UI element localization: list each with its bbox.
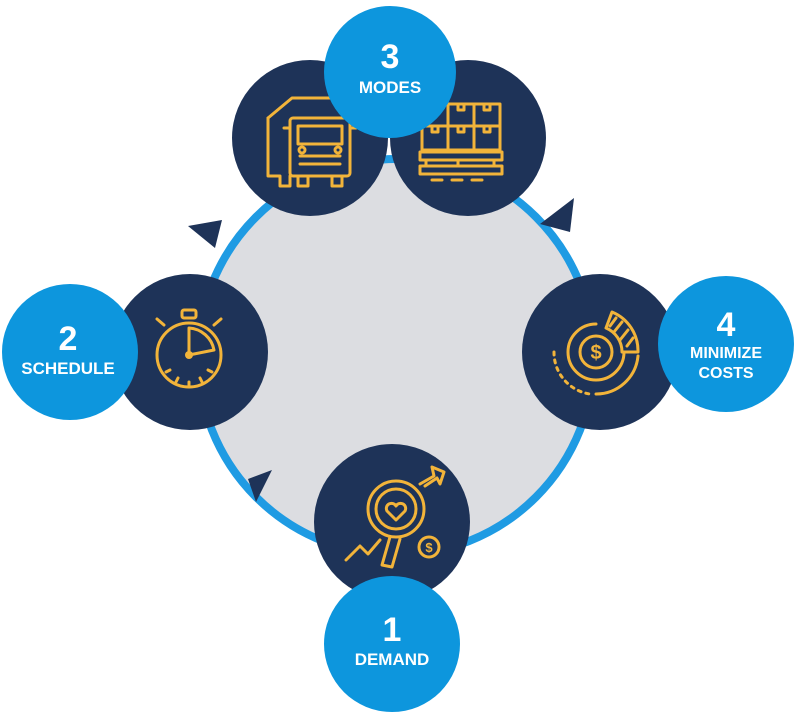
modes-number: 3 xyxy=(381,38,400,76)
schedule-label-circle xyxy=(2,284,138,420)
costs-label-circle xyxy=(658,276,794,412)
pallet-boxes-icon xyxy=(418,102,504,182)
svg-text:$: $ xyxy=(425,540,433,555)
modes-label-circle xyxy=(324,6,456,138)
arrow-modes-to-costs xyxy=(540,198,574,232)
schedule-label: SCHEDULE xyxy=(21,359,115,378)
step-minimize-costs: $ 4 MINIMIZE COSTS xyxy=(522,274,794,430)
step-schedule: 2 SCHEDULE xyxy=(2,274,268,430)
costs-label-line1: MINIMIZE xyxy=(690,345,762,362)
modes-label: MODES xyxy=(359,78,421,97)
costs-label-line2: COSTS xyxy=(698,365,753,382)
step-demand: $ 1 DEMAND xyxy=(314,444,470,712)
cost-chart-icon: $ xyxy=(552,310,640,396)
truck-icon xyxy=(266,96,358,188)
demand-label: DEMAND xyxy=(355,650,430,669)
schedule-number: 2 xyxy=(59,320,78,358)
demand-number: 1 xyxy=(383,611,402,649)
costs-icon-circle xyxy=(522,274,678,430)
arrow-demand-to-schedule xyxy=(248,470,272,502)
svg-text:$: $ xyxy=(590,342,601,364)
step-modes: 3 MODES xyxy=(232,6,546,216)
stopwatch-icon xyxy=(155,308,223,389)
costs-number: 4 xyxy=(717,306,736,344)
arrow-schedule-to-modes xyxy=(188,220,222,248)
search-heart-dollar-icon: $ xyxy=(344,465,446,569)
demand-label-circle xyxy=(324,576,460,712)
